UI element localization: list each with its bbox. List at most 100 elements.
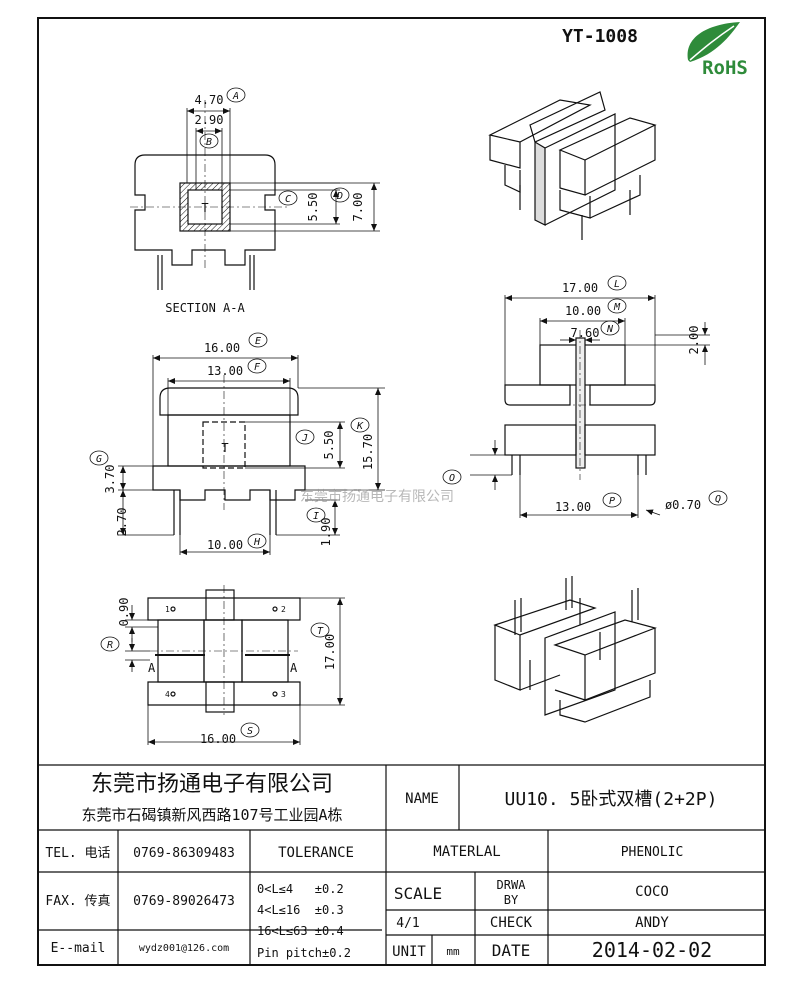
tolerance-line-2: 4<L≤16 ±0.3 bbox=[257, 903, 344, 917]
tolerance-line-1: 0<L≤4 ±0.2 bbox=[257, 882, 344, 896]
rohs-text: RoHS bbox=[702, 57, 748, 79]
dim-t-value: 17.00 bbox=[323, 634, 337, 670]
dim-l-balloon: L bbox=[607, 275, 627, 291]
dim-k-balloon: K bbox=[350, 417, 370, 433]
svg-text:C: C bbox=[285, 194, 291, 205]
dim-s-balloon: S bbox=[240, 722, 260, 738]
dim-l-value: 17.00 bbox=[562, 281, 598, 295]
front-center-mark: T bbox=[221, 441, 228, 455]
dim-g-value: 3.70 bbox=[103, 465, 117, 494]
tolerance-label: TOLERANCE bbox=[278, 845, 354, 861]
unit-value: mm bbox=[446, 945, 460, 958]
scale-value: 4/1 bbox=[396, 916, 419, 931]
iso-view-bottom bbox=[493, 576, 657, 723]
section-aa-dims bbox=[186, 108, 380, 232]
svg-text:B: B bbox=[206, 137, 212, 148]
svg-text:K: K bbox=[356, 421, 364, 432]
svg-text:N: N bbox=[606, 324, 614, 335]
dim-n-balloon: N bbox=[600, 320, 620, 336]
front-view bbox=[152, 375, 306, 535]
svg-text:H: H bbox=[253, 537, 261, 548]
dim-c-balloon: C bbox=[278, 190, 298, 206]
section-aa-caption: SECTION A-A bbox=[165, 301, 245, 315]
sheet-border bbox=[37, 17, 766, 966]
material-value: PHENOLIC bbox=[621, 845, 684, 860]
dim-m-value: 10.00 bbox=[565, 304, 601, 318]
svg-text:S: S bbox=[247, 726, 253, 737]
dim-p-balloon: P bbox=[602, 492, 622, 508]
bottom-dims bbox=[125, 597, 345, 745]
dim-n-value: 7.60 bbox=[571, 326, 600, 340]
tolerance-line-4: Pin pitch±0.2 bbox=[257, 946, 351, 960]
dim-e-balloon: E bbox=[248, 332, 268, 348]
dim-h-value: 10.00 bbox=[207, 538, 243, 552]
dim-d-balloon: D bbox=[330, 187, 350, 203]
section-mark-right: A bbox=[290, 661, 298, 675]
bottom-view bbox=[147, 585, 301, 715]
side-view bbox=[504, 330, 656, 480]
fax-value: 0769-89026473 bbox=[133, 894, 235, 909]
section-aa-view bbox=[130, 100, 290, 290]
date-label: DATE bbox=[492, 941, 531, 960]
pin-number-2: 2 bbox=[281, 605, 286, 614]
dim-r-balloon: R bbox=[100, 636, 120, 652]
svg-text:Q: Q bbox=[715, 494, 721, 505]
dim-h-balloon: H bbox=[247, 533, 267, 549]
dim-c-value: 5.50 bbox=[306, 193, 320, 222]
date-value: 2014-02-02 bbox=[592, 938, 712, 962]
pin-number-4: 4 bbox=[165, 690, 170, 699]
dim-b-balloon: B bbox=[199, 133, 219, 149]
dim-t-balloon: T bbox=[310, 622, 330, 638]
title-block-lines bbox=[38, 764, 765, 965]
dim-k-value: 15.70 bbox=[361, 434, 375, 470]
svg-text:E: E bbox=[255, 336, 261, 347]
svg-text:I: I bbox=[313, 511, 319, 522]
dim-e-value: 16.00 bbox=[204, 341, 240, 355]
dim-a-balloon: A bbox=[226, 87, 246, 103]
bottom-dim-side: 0.90 bbox=[117, 598, 131, 627]
rohs-logo: RoHS bbox=[687, 22, 748, 79]
svg-text:D: D bbox=[336, 191, 343, 202]
dim-o-balloon: O bbox=[442, 469, 462, 485]
dim-g-balloon: G bbox=[89, 450, 109, 466]
by-label: BY bbox=[504, 893, 519, 907]
part-number: YT-1008 bbox=[562, 26, 638, 47]
scale-label: SCALE bbox=[394, 884, 442, 903]
company-name: 东莞市扬通电子有限公司 bbox=[91, 772, 333, 797]
front-top-flange bbox=[159, 387, 299, 416]
email-label: E--mail bbox=[51, 941, 106, 956]
dim-f-value: 13.00 bbox=[207, 364, 243, 378]
dim-i-balloon: I bbox=[306, 507, 326, 523]
watermark-text: 东莞市扬通电子有限公司 bbox=[300, 488, 454, 505]
dim-a-value: 4.70 bbox=[195, 93, 224, 107]
name-value: UU10. 5卧式双槽(2+2P) bbox=[505, 789, 718, 810]
tel-label: TEL. 电话 bbox=[45, 846, 110, 861]
dim-s-value: 16.00 bbox=[200, 732, 236, 746]
dim-j-value: 5.50 bbox=[322, 431, 336, 460]
dim-top-value: 2.00 bbox=[687, 326, 701, 355]
drwa-label: DRWA bbox=[497, 878, 527, 892]
svg-text:R: R bbox=[107, 640, 113, 651]
svg-text:P: P bbox=[609, 496, 615, 507]
name-label: NAME bbox=[405, 791, 439, 807]
svg-text:L: L bbox=[614, 279, 620, 290]
side-center-divider bbox=[575, 337, 586, 469]
dim-m-balloon: M bbox=[607, 298, 627, 314]
dim-b-value: 2.90 bbox=[195, 113, 224, 127]
svg-text:F: F bbox=[254, 362, 261, 373]
dim-p-value: 13.00 bbox=[555, 500, 591, 514]
side-dims bbox=[470, 295, 710, 518]
email-value: wydz001@126.com bbox=[139, 943, 229, 954]
iso-view-top bbox=[488, 91, 657, 240]
tel-value: 0769-86309483 bbox=[133, 846, 235, 861]
svg-text:G: G bbox=[96, 454, 102, 465]
front-base bbox=[152, 465, 306, 501]
material-label: MATERLAL bbox=[433, 844, 500, 860]
front-dims bbox=[118, 355, 385, 555]
company-address: 东莞市石碣镇新风西路107号工业园A栋 bbox=[81, 806, 342, 824]
svg-text:T: T bbox=[317, 626, 324, 637]
dim-q-balloon: Q bbox=[708, 490, 728, 506]
svg-text:O: O bbox=[449, 473, 455, 484]
dim-q-value: ø0.70 bbox=[665, 498, 701, 512]
